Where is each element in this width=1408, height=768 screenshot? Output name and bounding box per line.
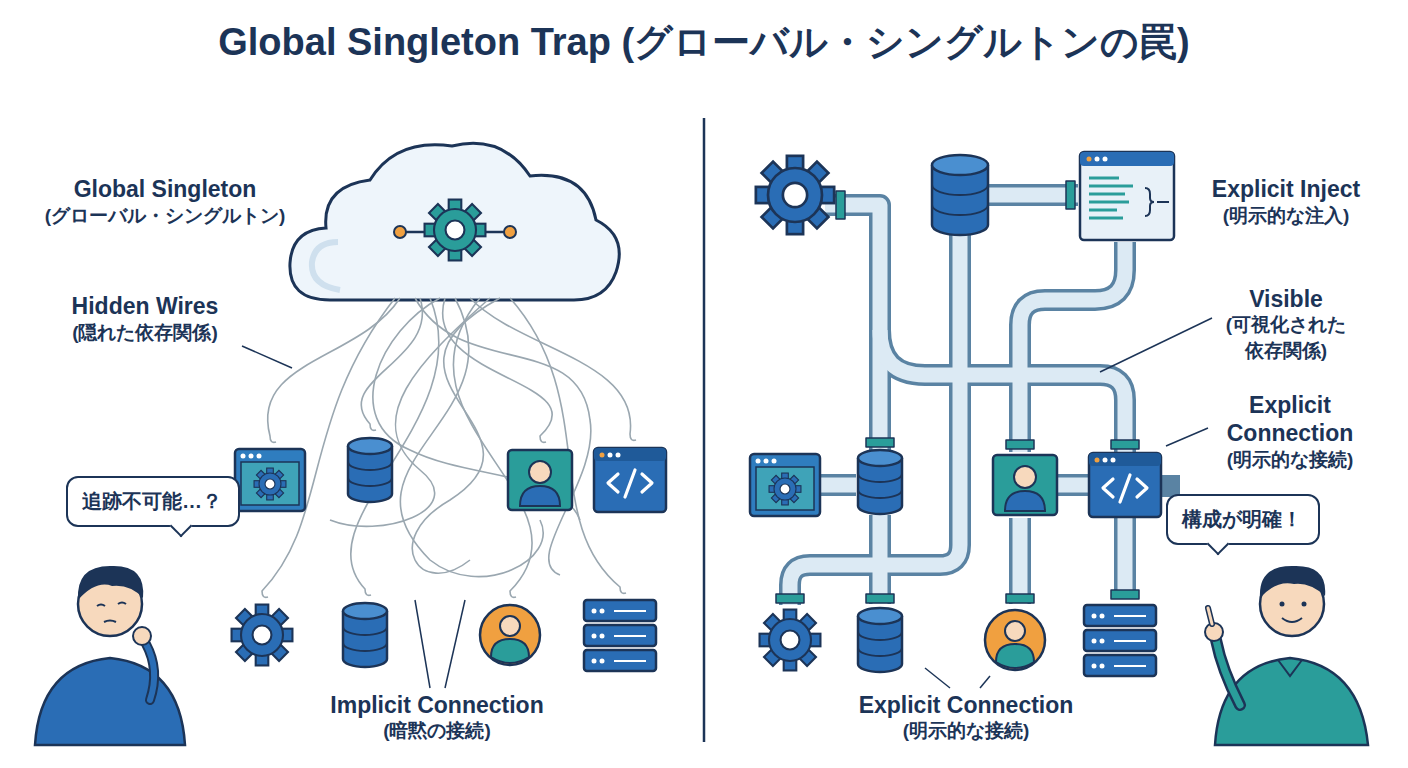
pipes	[776, 181, 1180, 605]
text-label: 依存関係)	[1245, 340, 1327, 363]
text-label: (可視化された	[1226, 314, 1346, 337]
text-label: Connection	[1227, 420, 1354, 448]
text-label: Global Singleton	[74, 176, 257, 204]
text-label: Visible	[1249, 286, 1323, 314]
text-label: (暗黙の接続)	[383, 720, 491, 743]
text-label: Explicit Connection	[859, 692, 1074, 720]
pointing-person	[1205, 566, 1368, 745]
diagram-title: Global Singleton Trap (グローバル・シングルトンの罠)	[218, 20, 1190, 66]
bubble-text: 追跡不可能…？	[82, 490, 222, 512]
text-label: Hidden Wires	[72, 293, 219, 321]
text-label: (隠れた依存関係)	[72, 322, 218, 345]
left-icons	[232, 438, 666, 671]
right-icons	[750, 152, 1174, 676]
bubble-text: 構成が明確！	[1182, 508, 1302, 530]
speech-bubble: 追跡不可能…？	[66, 476, 240, 527]
hidden-wires	[262, 298, 636, 597]
text-label: (グローバル・シングルトン)	[45, 205, 286, 228]
text-label: Explicit	[1249, 392, 1331, 420]
leader-lines	[242, 346, 465, 688]
text-label: (明示的な接続)	[903, 720, 1030, 743]
singleton-cloud	[290, 143, 619, 300]
confused-person	[35, 566, 185, 745]
text-label: (明示的な注入)	[1223, 205, 1350, 228]
text-label: Explicit Inject	[1212, 176, 1360, 204]
text-label: (明示的な接続)	[1227, 449, 1354, 472]
divider-line	[704, 118, 705, 742]
speech-bubble: 構成が明確！	[1166, 494, 1320, 545]
text-label: Implicit Connection	[330, 692, 543, 720]
